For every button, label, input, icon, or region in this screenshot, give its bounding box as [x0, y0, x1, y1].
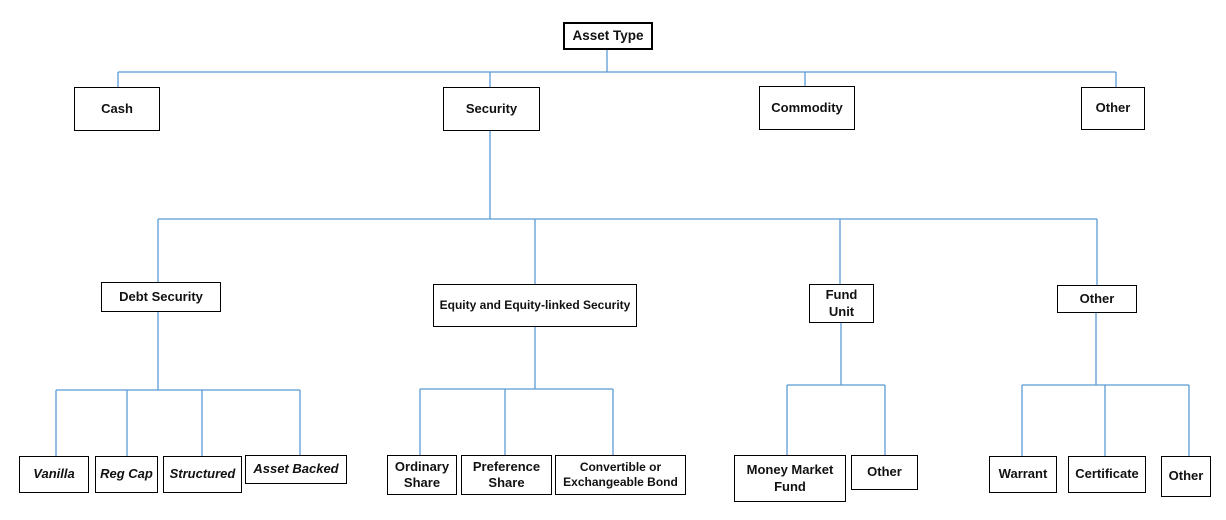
node-structured: Structured — [163, 456, 242, 493]
node-other-fund: Other — [851, 455, 918, 490]
node-money-market-fund: Money Market Fund — [734, 455, 846, 502]
node-warrant: Warrant — [989, 456, 1057, 493]
node-other-level3: Other — [1057, 285, 1137, 313]
node-other-level2: Other — [1081, 87, 1145, 130]
node-fund-unit: Fund Unit — [809, 284, 874, 323]
node-reg-cap: Reg Cap — [95, 456, 158, 493]
node-asset-backed: Asset Backed — [245, 455, 347, 484]
node-security: Security — [443, 87, 540, 131]
node-vanilla: Vanilla — [19, 456, 89, 493]
node-asset-type: Asset Type — [563, 22, 653, 50]
node-equity-and-equity-linked-security: Equity and Equity-linked Security — [433, 284, 637, 327]
node-commodity: Commodity — [759, 86, 855, 130]
node-cash: Cash — [74, 87, 160, 131]
node-debt-security: Debt Security — [101, 282, 221, 312]
node-preference-share: Preference Share — [461, 455, 552, 495]
node-other-leaf: Other — [1161, 456, 1211, 497]
node-convertible-or-exchangeable-bond: Convertible or Exchangeable Bond — [555, 455, 686, 495]
node-certificate: Certificate — [1068, 456, 1146, 493]
node-ordinary-share: Ordinary Share — [387, 455, 457, 495]
